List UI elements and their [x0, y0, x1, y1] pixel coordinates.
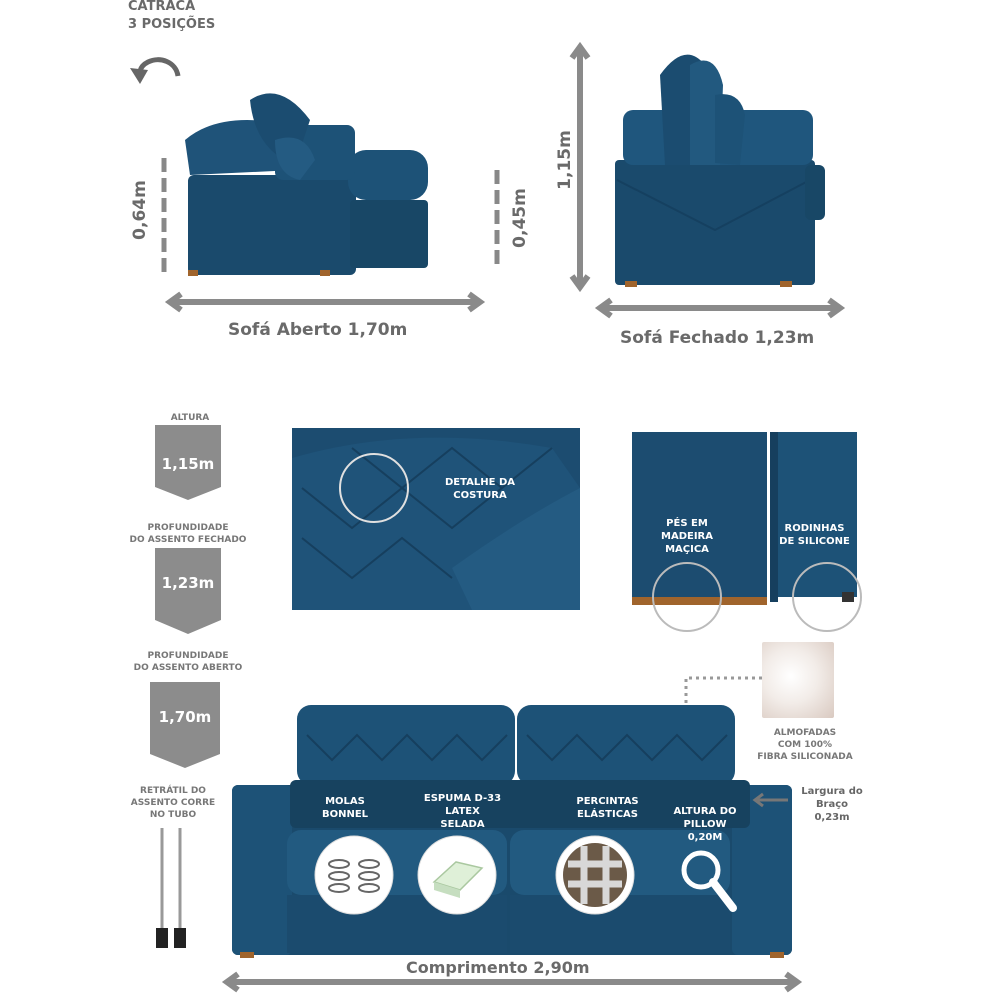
percintas-label: PERCINTAS ELÁSTICAS	[576, 796, 639, 820]
height-064-label: 0,64m	[130, 180, 150, 240]
height-045-label: 0,45m	[510, 188, 530, 248]
costura-label: DETALHE DA COSTURA	[444, 477, 515, 501]
retratil-label: RETRÁTIL DO ASSENTO CORRE NO TUBO	[130, 786, 216, 820]
width-arrow-closed	[594, 297, 846, 319]
pillow-label: ALTURA DO PILLOW 0,20M	[673, 806, 737, 843]
altura-label: ALTURA	[170, 413, 210, 423]
pes-label: PÉS EM MADEIRA MAÇICA	[661, 518, 713, 555]
prof-aberto-value: 1,70m	[158, 708, 212, 726]
catraca-label: CATRACA 3 POSIÇÕES	[128, 0, 216, 32]
rodinhas-label: RODINHAS DE SILICONE	[779, 523, 850, 547]
magnifier-icon	[681, 850, 737, 912]
feet-detail-panel: PÉS EM MADEIRA MAÇICA RODINHAS DE SILICO…	[632, 432, 862, 632]
height-115-label: 1,15m	[555, 130, 575, 190]
prof-fechado-badge-shape	[155, 548, 221, 634]
sofa-side-open-illustration	[185, 93, 428, 276]
almofadas-label: ALMOFADAS COM 100% FIBRA SILICONADA	[757, 728, 853, 762]
sofa-fechado-label: Sofá Fechado 1,23m	[620, 328, 815, 348]
altura-badge-shape	[155, 425, 221, 500]
sofa-side-closed-illustration	[615, 54, 825, 287]
sofa-aberto-label: Sofá Aberto 1,70m	[228, 320, 408, 340]
rotate-arrow-icon	[130, 57, 181, 84]
comprimento-label: Comprimento 2,90m	[400, 958, 596, 977]
height-marker-064	[161, 158, 167, 273]
prof-fechado-value: 1,23m	[161, 574, 215, 592]
feature-band	[290, 780, 750, 828]
length-arrow	[221, 971, 803, 993]
foam-icon	[417, 835, 497, 915]
fiber-image	[762, 642, 834, 718]
altura-value: 1,15m	[161, 455, 215, 473]
height-arrow-115	[569, 41, 591, 293]
espuma-label: ESPUMA D-33 LATEX SELADA	[423, 793, 502, 830]
arm-width-arrow	[752, 792, 788, 808]
prof-fechado-label: PROFUNDIDADE DO ASSENTO FECHADO	[129, 523, 247, 545]
molas-label: MOLAS BONNEL	[321, 796, 369, 820]
stitch-detail-panel: DETALHE DA COSTURA	[292, 428, 580, 610]
prof-aberto-badge-shape	[150, 682, 220, 768]
width-arrow-open	[164, 291, 486, 313]
telescopic-tube-illustration	[156, 828, 186, 948]
height-marker-045	[494, 170, 500, 270]
braco-label: Largura do Braço 0,23m	[801, 786, 863, 823]
webbing-icon	[555, 835, 635, 915]
prof-aberto-label: PROFUNDIDADE DO ASSENTO ABERTO	[133, 651, 243, 673]
springs-icon	[314, 835, 394, 915]
